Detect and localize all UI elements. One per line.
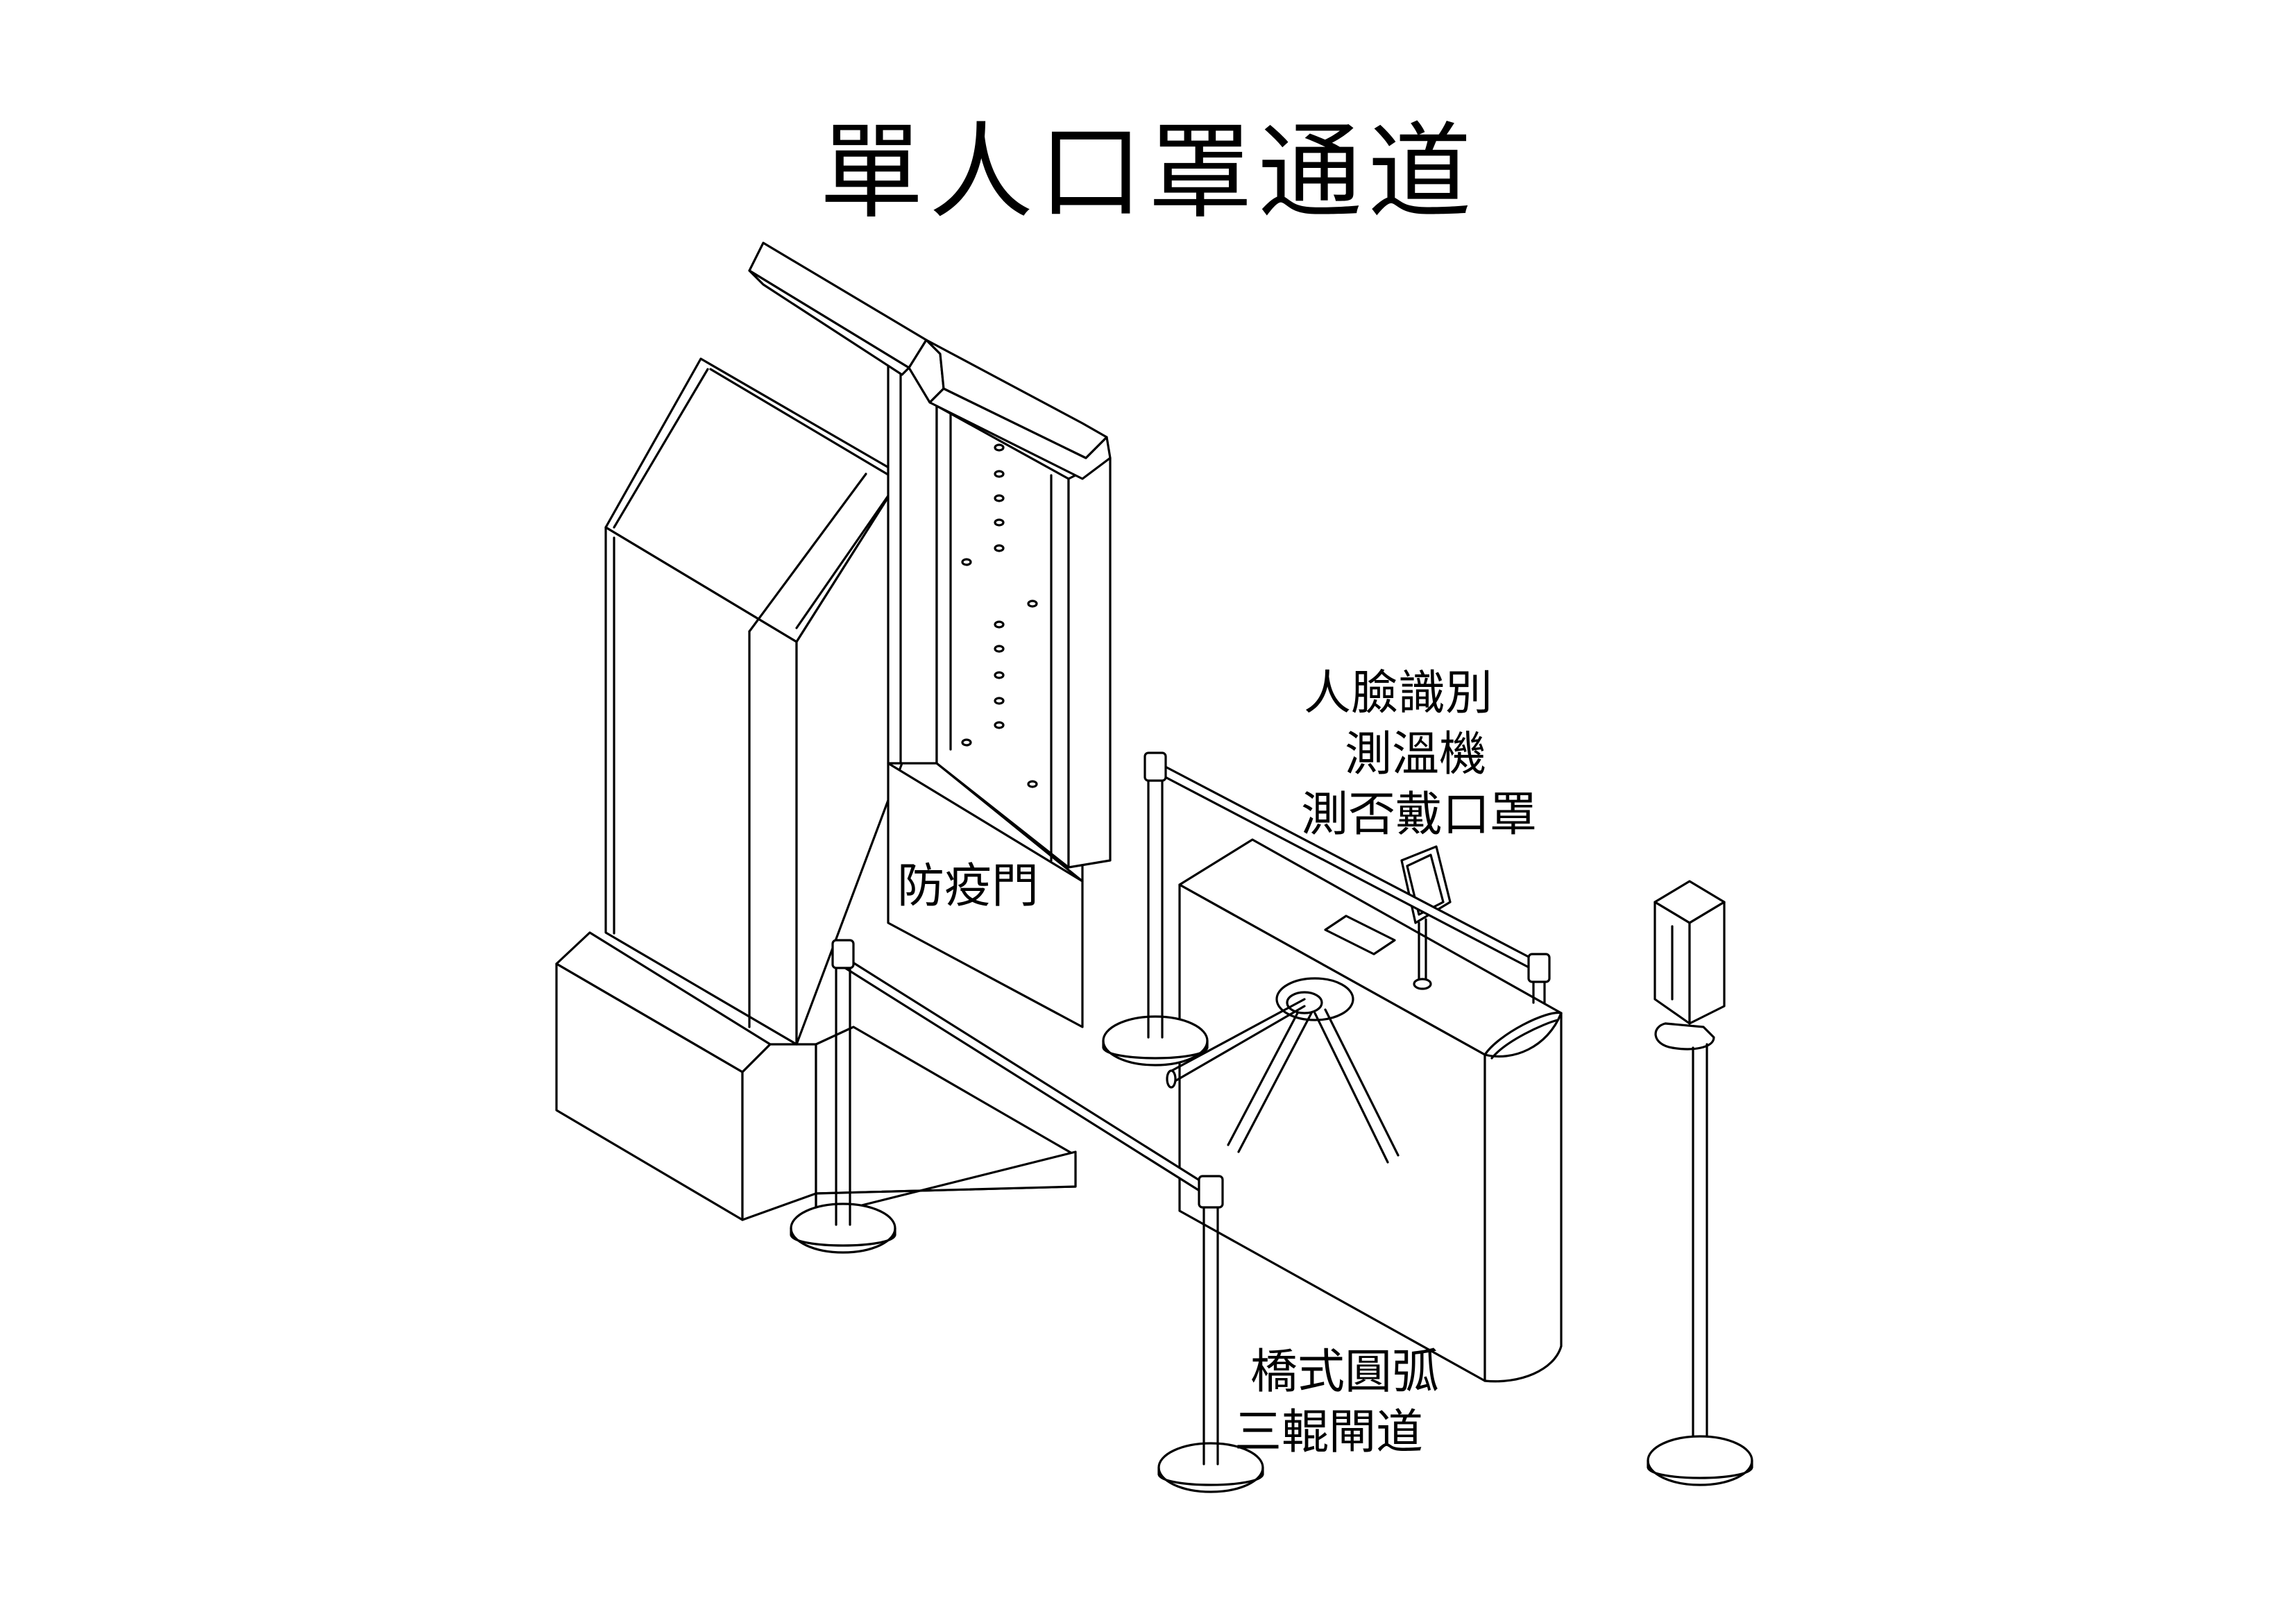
label-face-recognition-line-2: 測溫機 bbox=[1345, 727, 1486, 782]
tripod-turnstile bbox=[1166, 838, 1563, 1383]
label-turnstile-line-2: 三輥閘道 bbox=[1234, 1405, 1423, 1460]
label-sanitizing-gate: 防疫門 bbox=[897, 859, 1039, 914]
label-turnstile: 橋式圓弧 三輥閘道 bbox=[1234, 1345, 1439, 1460]
stanchion-barriers bbox=[790, 751, 1551, 1493]
stanchion bbox=[1157, 1175, 1264, 1493]
sanitizer-dispenser-stand bbox=[1647, 880, 1753, 1486]
stanchion bbox=[790, 939, 896, 1254]
label-turnstile-line-1: 橋式圓弧 bbox=[1250, 1345, 1439, 1400]
label-face-recognition-line-1: 人臉識別 bbox=[1304, 666, 1493, 721]
label-face-recognition-line-3: 測否戴口罩 bbox=[1301, 788, 1537, 842]
nozzle-holes bbox=[961, 443, 1038, 788]
stanchion bbox=[1102, 751, 1209, 1067]
diagram-title: 單人口罩通道 bbox=[819, 112, 1477, 233]
label-face-recognition: 人臉識別 測溫機 測否戴口罩 bbox=[1301, 666, 1537, 842]
sanitizing-gate bbox=[555, 241, 1112, 1230]
stanchion bbox=[1527, 953, 1551, 1004]
